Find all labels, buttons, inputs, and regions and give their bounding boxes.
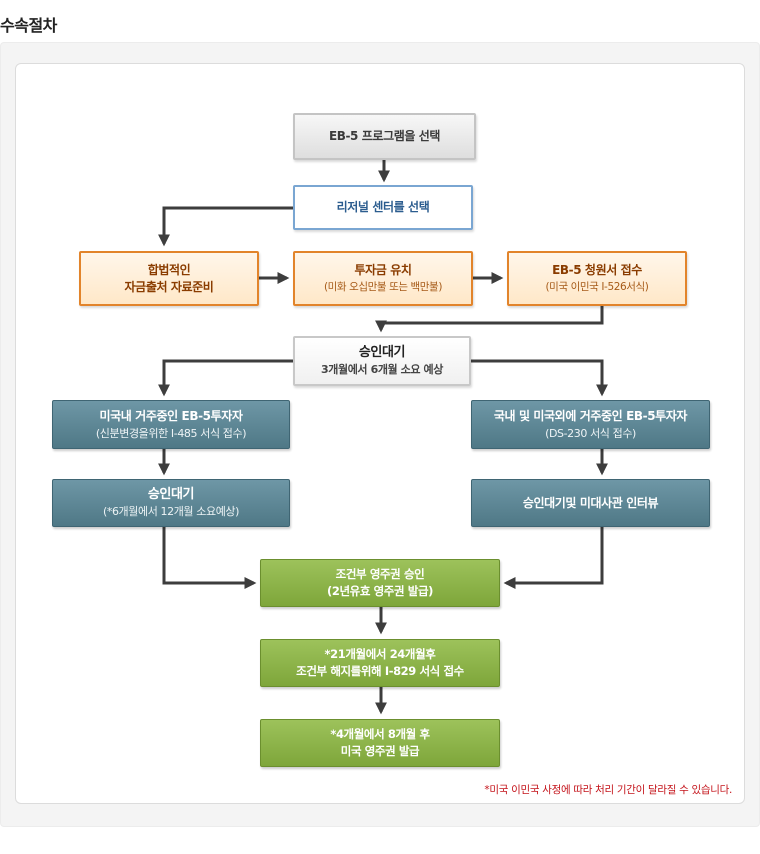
arrow-wait-to-conditional	[162, 527, 257, 589]
left-approval-wait: 승인대기 (*6개월에서 12개월 소요예상)	[52, 479, 290, 527]
step-final-green-card: *4개월에서 8개월 후 미국 영주권 발급	[260, 719, 500, 767]
left-resident-line1: 미국내 거주중인 EB-5투자자	[99, 408, 243, 423]
arrow-approval-to-right	[471, 359, 608, 397]
left-wait-line2: (*6개월에서 12개월 소요예상)	[102, 505, 240, 518]
step-regional-center: 리저널 센터를 선택	[293, 185, 473, 230]
step-approval-line1: 승인대기	[358, 345, 406, 360]
step-final-line2: 미국 영주권 발급	[340, 744, 420, 758]
step-regional-label: 리저널 센터를 선택	[336, 200, 430, 214]
left-resident-line2: (신분변경을위한 I-485 서식 접수)	[95, 426, 247, 440]
step-remove-conditions: *21개월에서 24개월후 조건부 해지를위해 I-829 서식 접수	[260, 639, 500, 687]
right-resident-line1: 국내 및 미국외에 거주중인 EB-5투자자	[493, 408, 688, 423]
arrow-regional-to-fund	[158, 206, 294, 247]
step-final-line1: *4개월에서 8개월 후	[330, 727, 430, 741]
step-program-label: EB-5 프로그램을 선택	[328, 129, 441, 143]
step-fund-line2: 자금출처 자료준비	[124, 279, 214, 294]
step-conditional-approval: 조건부 영주권 승인 (2년유효 영주권 발급)	[260, 559, 500, 607]
right-resident-line2: (DS-230 서식 접수)	[545, 426, 636, 440]
step-investment: 투자금 유치 (미화 오십만불 또는 백만불)	[293, 251, 473, 306]
step-approval-wait: 승인대기 3개월에서 6개월 소요 예상	[293, 336, 471, 386]
right-abroad-resident-investor: 국내 및 미국외에 거주중인 EB-5투자자 (DS-230 서식 접수)	[471, 400, 710, 449]
step-remove-line1: *21개월에서 24개월후	[324, 647, 436, 661]
page-title: 수속절차	[0, 16, 57, 35]
step-remove-line2: 조건부 해지를위해 I-829 서식 접수	[296, 664, 464, 678]
arrow-interview-to-conditional	[503, 527, 604, 589]
processing-time-footnote: *미국 이민국 사정에 따라 처리 기간이 달라질 수 있습니다.	[484, 784, 732, 796]
step-invest-line2: (미화 오십만불 또는 백만불)	[323, 280, 443, 293]
left-wait-line1: 승인대기	[147, 487, 195, 502]
step-fund-line1: 합법적인	[147, 262, 191, 277]
step-petition: EB-5 청원서 접수 (미국 이민국 I-526서식)	[507, 251, 687, 306]
left-us-resident-investor: 미국내 거주중인 EB-5투자자 (신분변경을위한 I-485 서식 접수)	[52, 400, 290, 449]
right-interview-label: 승인대기및 미대사관 인터뷰	[522, 495, 659, 510]
right-interview: 승인대기및 미대사관 인터뷰	[471, 479, 710, 527]
arrow-approval-to-left	[158, 359, 294, 397]
step-conditional-line2: (2년유효 영주권 발급)	[327, 584, 433, 598]
step-invest-line1: 투자금 유치	[354, 262, 412, 277]
step-fund-preparation: 합법적인 자금출처 자료준비	[79, 251, 259, 306]
step-approval-line2: 3개월에서 6개월 소요 예상	[321, 363, 443, 376]
step-conditional-line1: 조건부 영주권 승인	[335, 567, 425, 581]
step-petition-line1: EB-5 청원서 접수	[552, 262, 642, 277]
arrow-petition-to-approval	[375, 306, 604, 333]
step-petition-line2: (미국 이민국 I-526서식)	[545, 280, 649, 293]
step-program-selection: EB-5 프로그램을 선택	[293, 113, 476, 160]
